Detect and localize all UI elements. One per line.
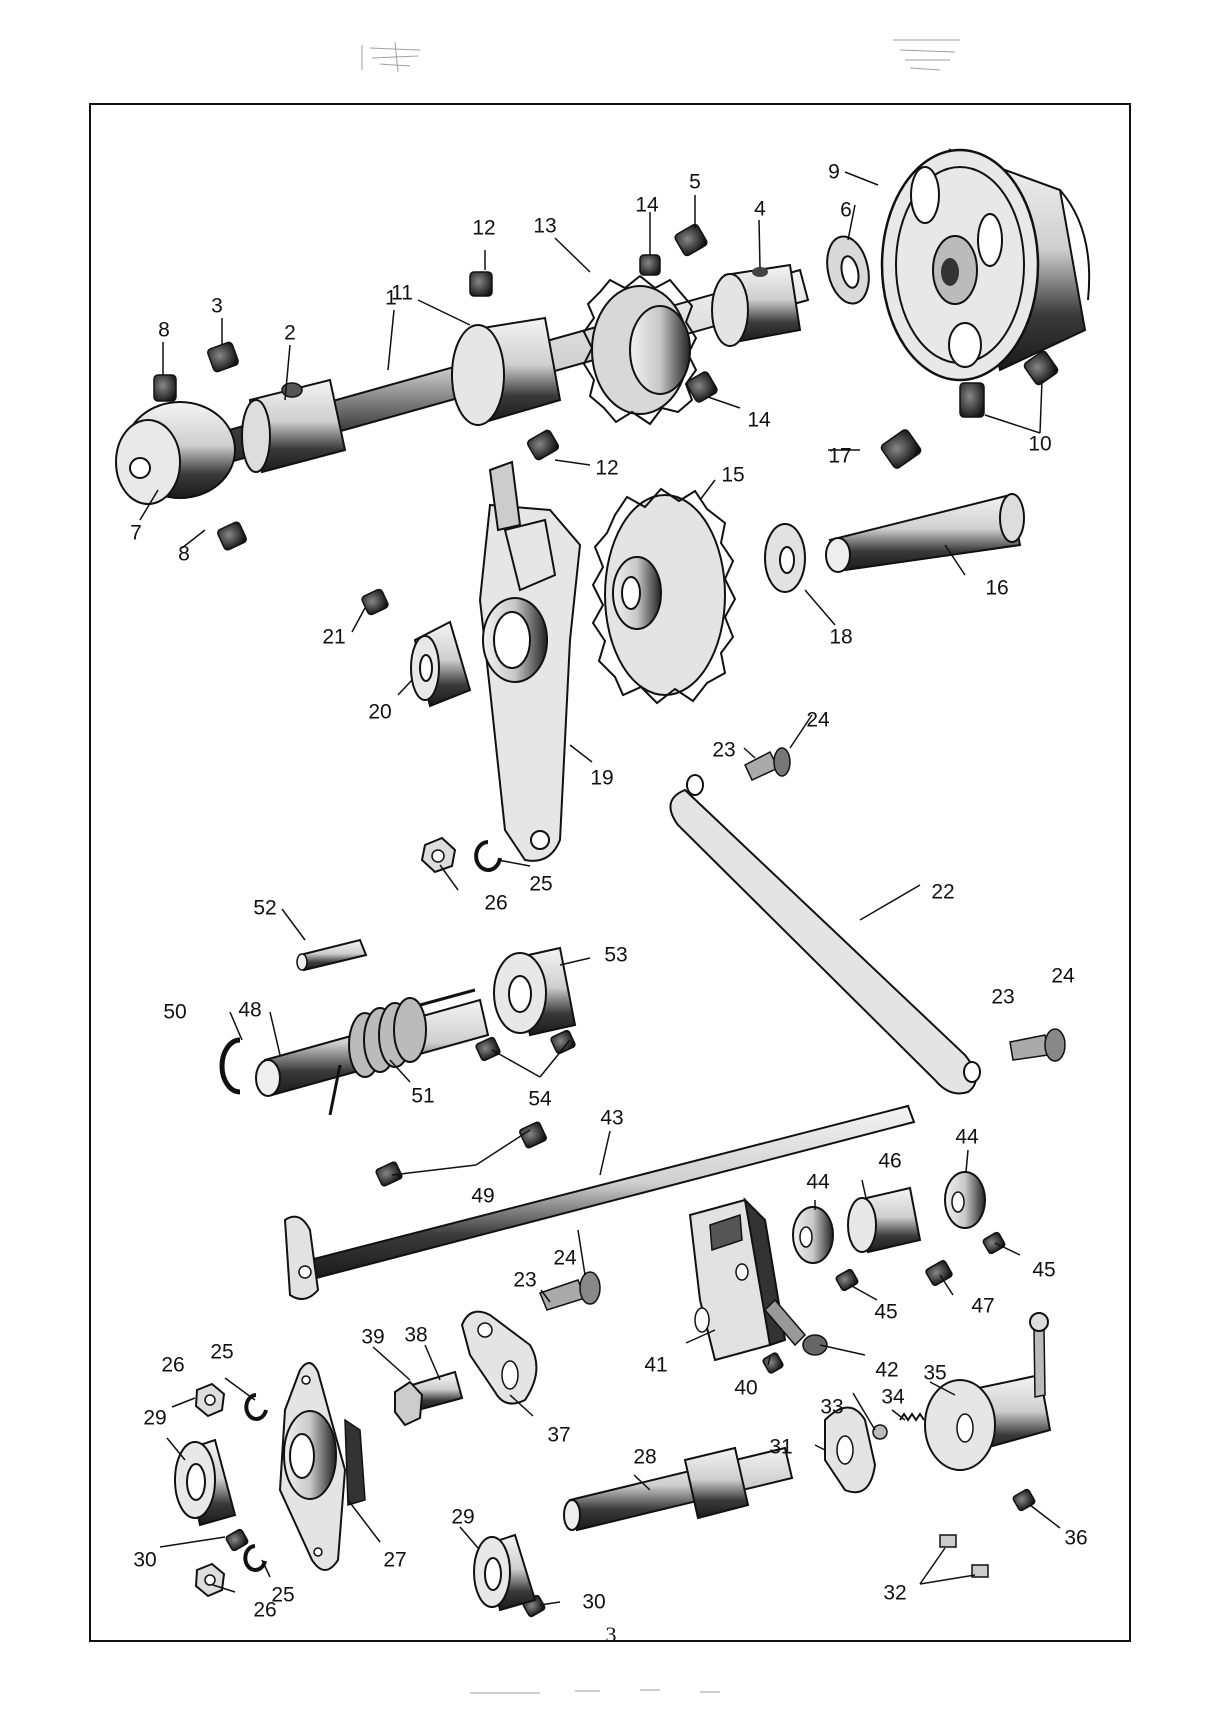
part-label-30b: 30 — [582, 1592, 605, 1613]
part-label-41: 41 — [644, 1355, 667, 1376]
cam-31 — [825, 1408, 875, 1493]
part-label-12b: 12 — [595, 458, 618, 479]
part-label-8b: 8 — [178, 544, 190, 565]
part-label-18: 18 — [829, 627, 852, 648]
part-label-2: 2 — [284, 323, 296, 344]
part-label-48: 48 — [238, 1000, 261, 1021]
washer-18 — [765, 524, 805, 592]
part-label-25a: 25 — [529, 874, 552, 895]
part-label-33: 33 — [820, 1397, 843, 1418]
nut-washer-upper — [422, 838, 500, 872]
plate-37 — [462, 1312, 536, 1404]
part-label-22: 22 — [931, 882, 954, 903]
part-label-6: 6 — [840, 200, 852, 221]
part-label-29a: 29 — [143, 1408, 166, 1429]
shaft-28 — [564, 1448, 792, 1530]
rod-43 — [285, 1106, 914, 1299]
spring-shaft-48 — [256, 990, 488, 1115]
part-label-23a: 23 — [712, 740, 735, 761]
pin-38-39 — [395, 1372, 462, 1425]
part-label-24c: 24 — [553, 1248, 576, 1269]
ball-spring-33-34 — [873, 1414, 924, 1439]
part-label-4: 4 — [754, 199, 766, 220]
lever-19 — [480, 462, 580, 861]
part-label-26c: 26 — [253, 1600, 276, 1621]
block-41 — [690, 1200, 785, 1360]
part-label-15: 15 — [721, 465, 744, 486]
part-label-19: 19 — [590, 768, 613, 789]
pin-16 — [826, 494, 1024, 572]
part-label-8a: 8 — [158, 320, 170, 341]
gear-15 — [593, 489, 735, 703]
bracket-27 — [280, 1363, 365, 1570]
part-label-35: 35 — [923, 1363, 946, 1384]
part-label-30a: 30 — [133, 1550, 156, 1571]
part-label-3: 3 — [211, 296, 223, 317]
part-label-16: 16 — [985, 578, 1008, 599]
part-label-28: 28 — [633, 1447, 656, 1468]
part-label-38: 38 — [404, 1325, 427, 1346]
part-label-20: 20 — [368, 702, 391, 723]
pin-52 — [297, 940, 366, 970]
part-label-9: 9 — [828, 162, 840, 183]
part-label-52: 52 — [253, 898, 276, 919]
part-label-37: 37 — [547, 1425, 570, 1446]
part-label-24a: 24 — [806, 710, 829, 731]
pulley-9 — [882, 150, 1089, 380]
part-label-42: 42 — [875, 1360, 898, 1381]
part-label-44a: 44 — [806, 1172, 829, 1193]
part-label-23c: 23 — [513, 1270, 536, 1291]
part-label-45b: 45 — [1032, 1260, 1055, 1281]
part-label-17: 17 — [828, 446, 851, 467]
washer-6 — [821, 233, 874, 308]
part-label-47: 47 — [971, 1296, 994, 1317]
part-label-23b: 23 — [991, 987, 1014, 1008]
part-label-54: 54 — [528, 1089, 551, 1110]
part-label-26b: 26 — [161, 1355, 184, 1376]
part-label-44b: 44 — [955, 1127, 978, 1148]
collar-53 — [494, 948, 575, 1035]
part-label-46: 46 — [878, 1151, 901, 1172]
part-label-50: 50 — [163, 1002, 186, 1023]
part-label-21: 21 — [322, 627, 345, 648]
part-label-45a: 45 — [874, 1302, 897, 1323]
part-label-29b: 29 — [451, 1507, 474, 1528]
page-number: 3 — [606, 1622, 617, 1648]
part-label-43: 43 — [600, 1108, 623, 1129]
part-label-12a: 12 — [472, 218, 495, 239]
part-label-36: 36 — [1064, 1528, 1087, 1549]
knob-35 — [925, 1313, 1050, 1470]
part-label-14b: 14 — [747, 410, 770, 431]
screws-32 — [940, 1535, 988, 1577]
ring-20 — [411, 622, 470, 706]
part-label-40: 40 — [734, 1378, 757, 1399]
part-label-13: 13 — [533, 216, 556, 237]
part-label-26a: 26 — [484, 893, 507, 914]
part-label-31: 31 — [769, 1437, 792, 1458]
part-label-25b: 25 — [210, 1342, 233, 1363]
part-label-14a: 14 — [635, 195, 658, 216]
link-22 — [670, 775, 980, 1094]
part-label-49: 49 — [471, 1186, 494, 1207]
part-label-24b: 24 — [1051, 966, 1074, 987]
part-label-39: 39 — [361, 1327, 384, 1348]
part-label-27: 27 — [383, 1550, 406, 1571]
part-label-7: 7 — [130, 523, 142, 544]
part-label-53: 53 — [604, 945, 627, 966]
part-label-32: 32 — [883, 1583, 906, 1604]
part-label-11: 11 — [391, 283, 413, 304]
part-label-5: 5 — [689, 172, 701, 193]
part-label-10: 10 — [1028, 434, 1051, 455]
part-label-34: 34 — [881, 1387, 904, 1408]
part-label-51: 51 — [411, 1086, 434, 1107]
clip-50 — [222, 1040, 240, 1092]
